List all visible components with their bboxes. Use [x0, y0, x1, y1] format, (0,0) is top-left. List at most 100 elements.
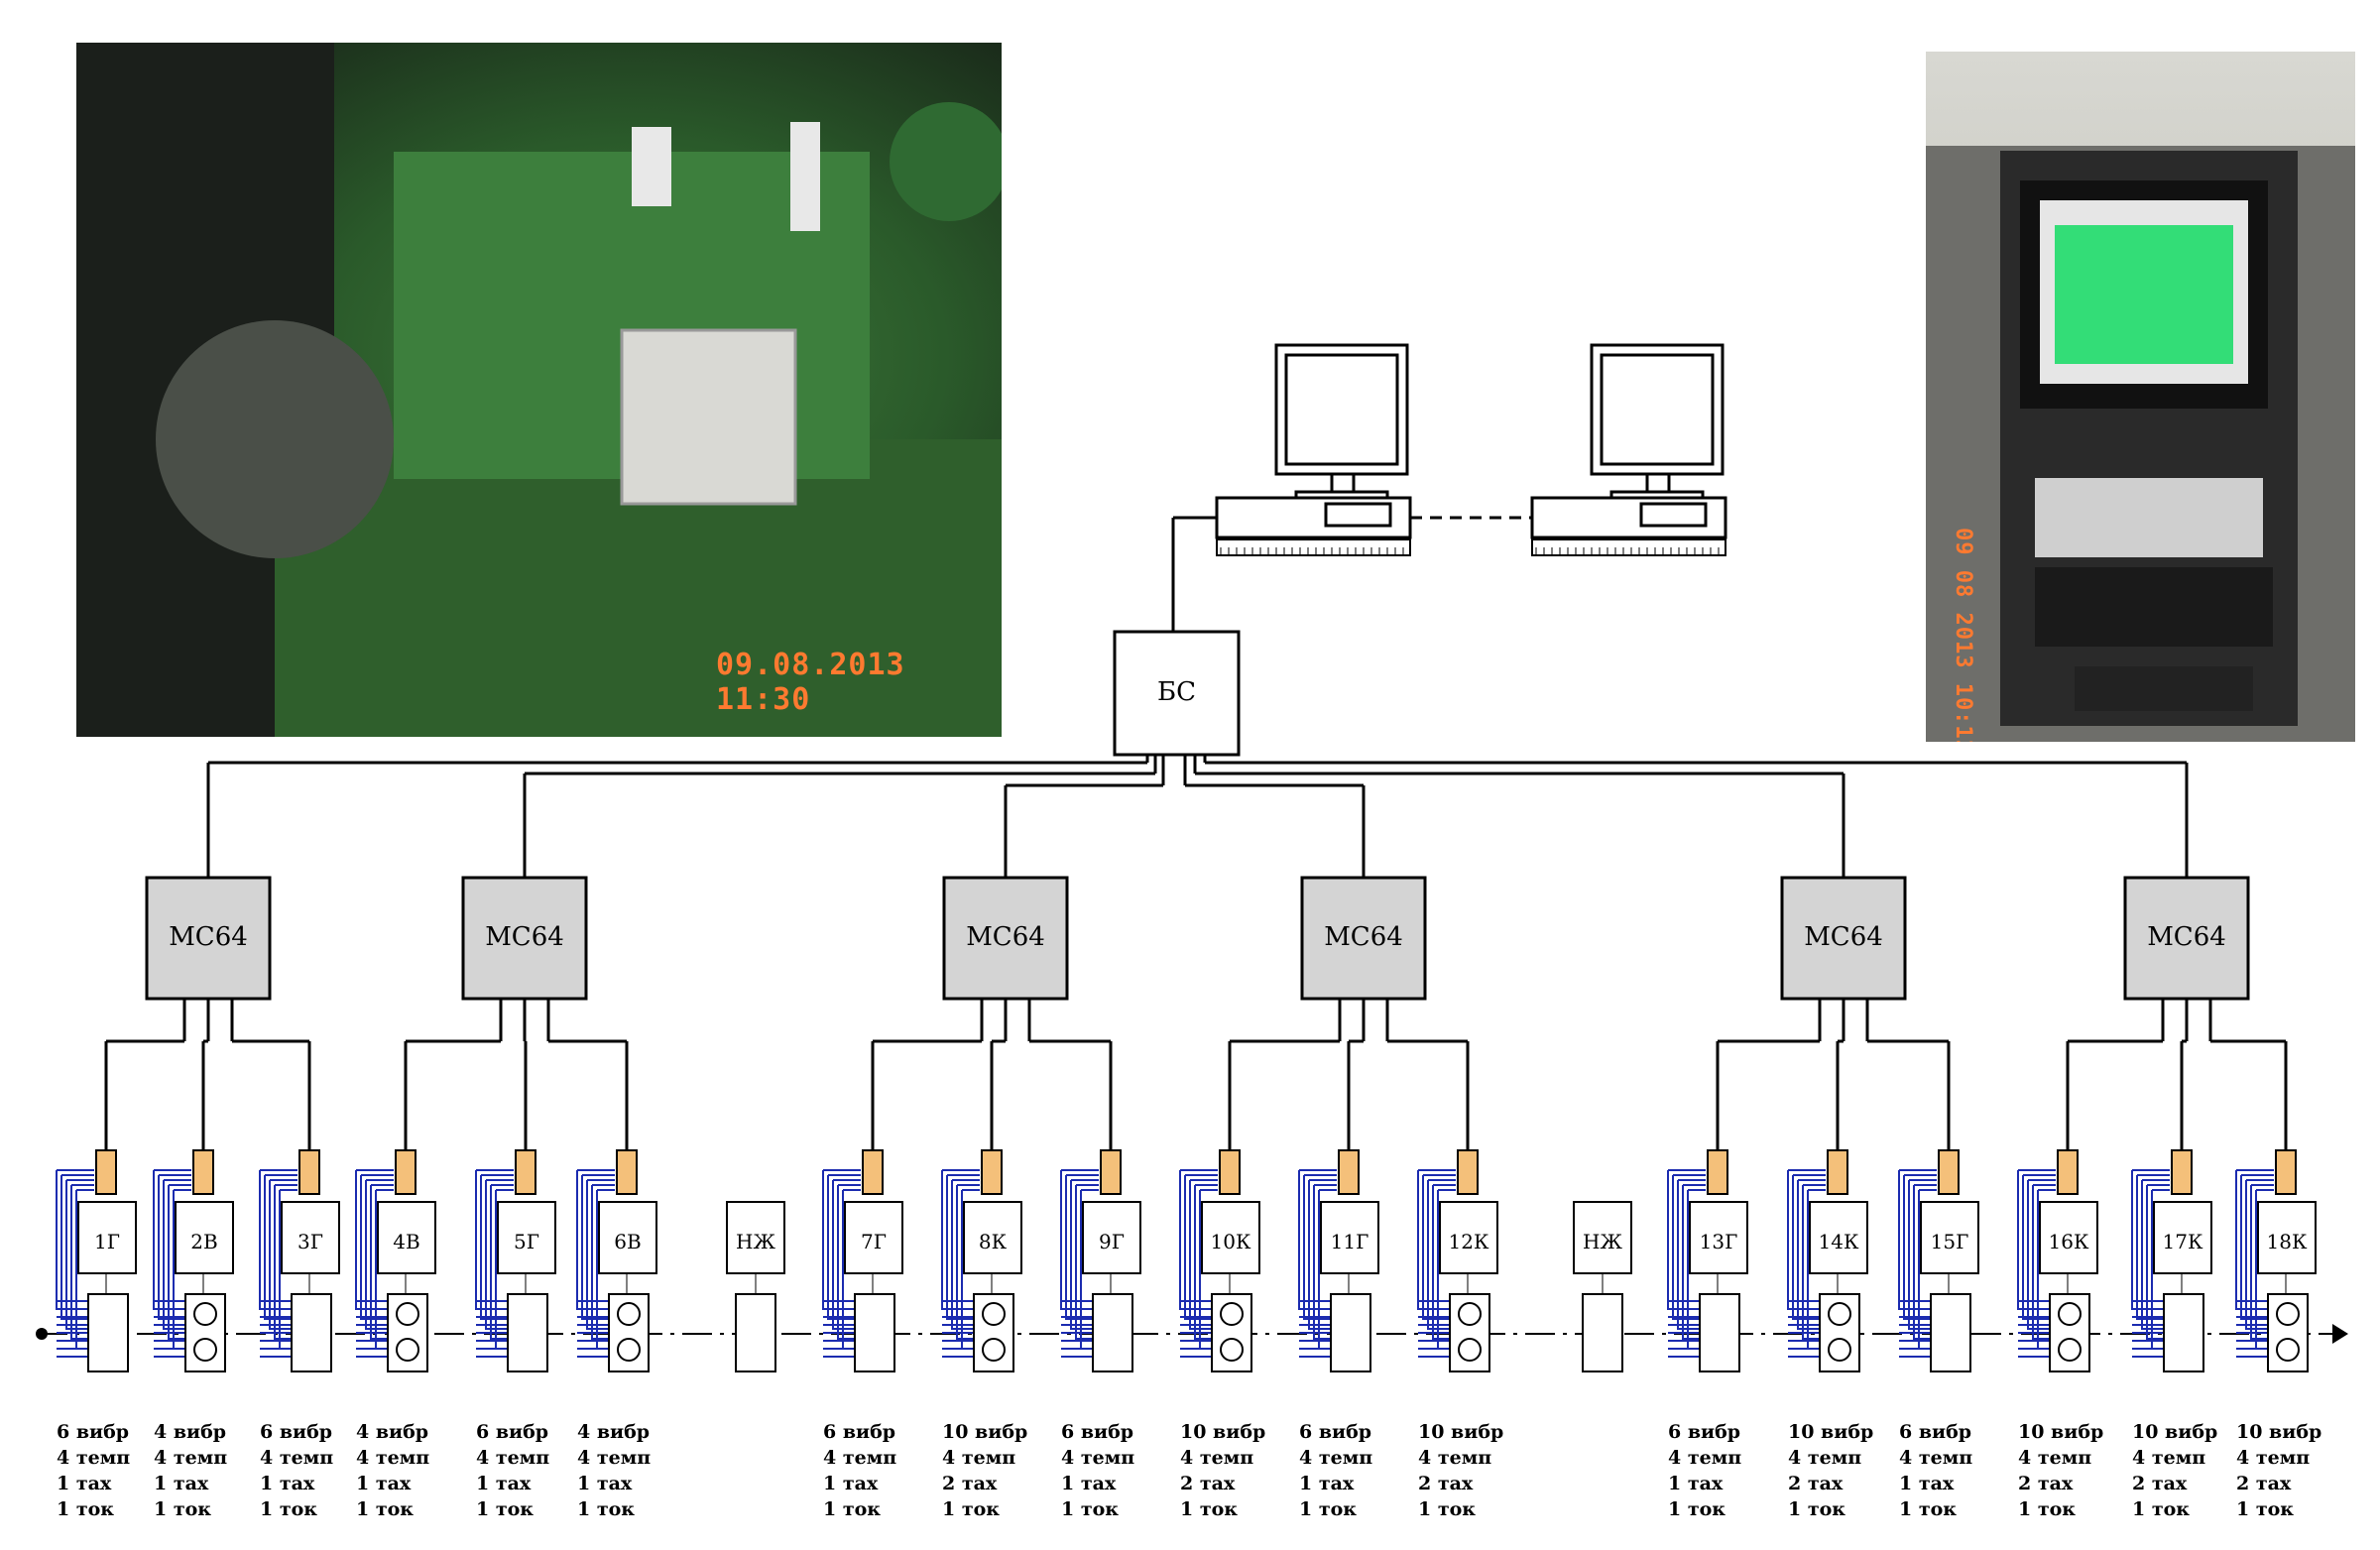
- stand-label-box: [2257, 1201, 2317, 1274]
- sensor-cable: [591, 1185, 613, 1340]
- drive-bay: [1324, 502, 1392, 528]
- stand-label: 9Г: [1099, 1230, 1125, 1253]
- stand-label-box: [1689, 1201, 1748, 1274]
- stand-spec-line: 1 ток: [1899, 1498, 1957, 1520]
- photo-mill-stand-sensor-box: 09.08.2013 11:30: [76, 43, 1002, 737]
- stand-spec-line: 1 тах: [154, 1473, 209, 1494]
- stand-body: [507, 1293, 548, 1372]
- sensor-block: [616, 1149, 638, 1195]
- sensor-block: [95, 1149, 117, 1195]
- mc64-module: [2123, 876, 2250, 1001]
- sensor-cable: [1432, 1185, 1454, 1340]
- stand-label: 16К: [2049, 1230, 2089, 1253]
- sensor-block: [395, 1149, 416, 1195]
- stand-spec-line: 1 ток: [57, 1498, 114, 1520]
- shear-label: НЖ: [736, 1230, 775, 1253]
- stand-spec-line: 4 темп: [823, 1447, 896, 1469]
- stand-body: [87, 1293, 129, 1372]
- sensor-cable: [1913, 1185, 1935, 1340]
- stand-spec-line: 1 ток: [823, 1498, 881, 1520]
- stand-body: [1699, 1293, 1740, 1372]
- stand-label: 3Г: [298, 1230, 323, 1253]
- stand-label: 10К: [1211, 1230, 1251, 1253]
- stand-label: 6В: [614, 1230, 641, 1253]
- sensor-cable: [1184, 1175, 1216, 1320]
- roll-circle: [193, 1338, 217, 1362]
- stand-spec-line: 2 тах: [2132, 1473, 2188, 1494]
- stand-label-box: [281, 1201, 340, 1274]
- stand-label: 8К: [979, 1230, 1008, 1253]
- stand-spec-line: 2 тах: [2236, 1473, 2292, 1494]
- sensor-block: [2275, 1149, 2297, 1195]
- sensor-cable: [1908, 1180, 1935, 1330]
- stand-spec-line: 1 тах: [577, 1473, 633, 1494]
- stand-label: 1Г: [94, 1230, 120, 1253]
- sensor-block: [192, 1149, 214, 1195]
- stand-spec-line: 10 вибр: [2018, 1421, 2103, 1443]
- sensor-cable: [832, 1180, 859, 1330]
- roll-circle: [1220, 1338, 1244, 1362]
- stand-spec-line: 6 вибр: [57, 1421, 129, 1443]
- sensor-cable: [2240, 1175, 2272, 1320]
- keyboard: [1531, 538, 1726, 556]
- roll-circle: [2276, 1338, 2300, 1362]
- sensor-cable: [365, 1180, 392, 1330]
- stand-spec-line: 2 тах: [1788, 1473, 1844, 1494]
- stand-spec-line: 4 темп: [2018, 1447, 2091, 1469]
- roll-circle: [2058, 1302, 2082, 1326]
- sensor-cable: [1075, 1185, 1097, 1340]
- mc64-module: [1300, 876, 1427, 1001]
- mc64-module-label: МС64: [966, 922, 1045, 952]
- sensor-cable: [264, 1175, 296, 1320]
- stand-spec-line: 1 тах: [1061, 1473, 1117, 1494]
- stand-label: 13Г: [1700, 1230, 1738, 1253]
- stand-label: 4В: [393, 1230, 419, 1253]
- stand-label-box: [598, 1201, 657, 1274]
- shear-label-box: [1573, 1201, 1632, 1274]
- stand-spec-line: 10 вибр: [1180, 1421, 1265, 1443]
- stand-spec-line: 10 вибр: [2132, 1421, 2217, 1443]
- stand-spec-line: 1 ток: [2236, 1498, 2294, 1520]
- stand-spec-line: 4 темп: [2132, 1447, 2205, 1469]
- stand-spec-line: 1 ток: [476, 1498, 534, 1520]
- stand-spec-line: 2 тах: [942, 1473, 998, 1494]
- stand-body: [291, 1293, 332, 1372]
- stand-spec-line: 6 вибр: [1668, 1421, 1740, 1443]
- monitor-screen: [1600, 353, 1715, 466]
- stand-spec-line: 4 темп: [2236, 1447, 2310, 1469]
- stand-spec-line: 2 тах: [1418, 1473, 1474, 1494]
- sensor-block: [1100, 1149, 1122, 1195]
- stand-spec-line: 1 ток: [2018, 1498, 2076, 1520]
- stand-label-box: [175, 1201, 234, 1274]
- stand-spec-line: 1 тах: [1899, 1473, 1955, 1494]
- monitor-stand: [1330, 472, 1356, 494]
- stand-spec-line: 1 ток: [356, 1498, 414, 1520]
- stand-label-box: [963, 1201, 1022, 1274]
- stand-spec-line: 1 тах: [823, 1473, 879, 1494]
- sensor-block: [1827, 1149, 1848, 1195]
- roll-circle: [617, 1338, 641, 1362]
- stand-spec-line: 4 темп: [1299, 1447, 1372, 1469]
- stand-spec-line: 4 темп: [942, 1447, 1015, 1469]
- stand-spec-line: 4 вибр: [154, 1421, 226, 1443]
- stand-spec-line: 1 ток: [260, 1498, 317, 1520]
- stand-body: [854, 1293, 895, 1372]
- stand-spec-line: 4 темп: [260, 1447, 333, 1469]
- stand-label: 18К: [2267, 1230, 2308, 1253]
- mc64-module-label: МС64: [2147, 922, 2226, 952]
- stand-body: [2163, 1293, 2204, 1372]
- stand-spec-line: 6 вибр: [260, 1421, 332, 1443]
- sensor-block: [515, 1149, 536, 1195]
- sensor-block: [1938, 1149, 1960, 1195]
- sensor-cable: [274, 1185, 296, 1340]
- sensor-cable: [1427, 1180, 1454, 1330]
- sensor-block: [1707, 1149, 1728, 1195]
